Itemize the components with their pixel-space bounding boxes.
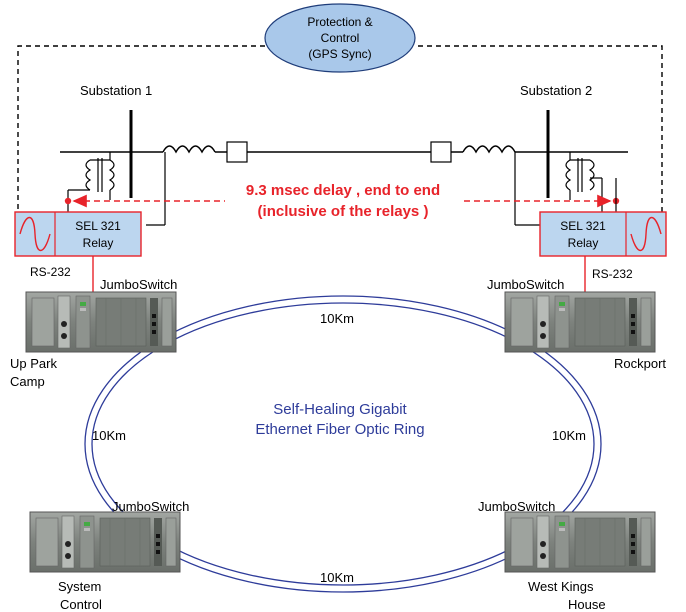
left-serial-label: RS-232 [30,265,71,279]
right-relay: SEL 321 Relay [539,211,667,257]
sine-wave-icon [630,216,662,252]
switch-label-bottom-left: JumboSwitch [112,499,189,514]
delay-label-1: 9.3 msec delay , end to end [246,182,440,199]
fiber-ring [84,295,602,593]
control-dashed-links [17,45,663,212]
switch-chassis-icon [504,291,656,353]
site-west-kings-1: West Kings [528,579,594,594]
distance-left: 10Km [92,428,126,443]
site-rockport: Rockport [614,356,666,371]
protection-label-3: (GPS Sync) [308,47,371,61]
protection-label-1: Protection & [307,15,372,29]
left-relay: SEL 321 Relay [14,211,142,257]
site-west-kings-2: House [568,597,606,612]
substation-1-label: Substation 1 [80,83,152,98]
ring-label-1: Self-Healing Gigabit [273,401,407,418]
left-relay-label-1: SEL 321 [75,219,121,233]
power-line [60,110,628,198]
switch-label-bottom-right: JumboSwitch [478,499,555,514]
site-up-park-camp-1: Up Park [10,356,57,371]
switch-label-top-right: JumboSwitch [487,277,564,292]
site-up-park-camp-2: Camp [10,374,45,389]
left-relay-label-2: Relay [83,236,114,250]
delay-arrow: 9.3 msec delay , end to end (inclusive o… [72,178,612,222]
right-relay-label-1: SEL 321 [560,219,606,233]
switch-label-top-left: JumboSwitch [100,277,177,292]
left-transformer [64,152,166,226]
switch-chassis-icon [25,291,177,353]
right-relay-label-2: Relay [568,236,599,250]
switch-chassis-icon [29,511,181,573]
switch-top-left: JumboSwitch [25,277,177,353]
right-serial-label: RS-232 [592,267,633,281]
protection-control-node: Protection & Control (GPS Sync) [264,3,416,73]
switch-top-right: JumboSwitch [487,277,656,353]
substation-2-label: Substation 2 [520,83,592,98]
distance-right: 10Km [552,428,586,443]
switch-bottom-right: JumboSwitch [478,499,656,573]
switch-chassis-icon [504,511,656,573]
switch-bottom-left: JumboSwitch [29,499,189,573]
distance-top: 10Km [320,311,354,326]
distance-bottom: 10Km [320,570,354,585]
protection-label-2: Control [321,31,360,45]
ring-label-2: Ethernet Fiber Optic Ring [255,421,424,438]
delay-label-2: (inclusive of the relays ) [258,203,429,220]
sine-wave-icon [19,216,51,252]
site-system-control-2: Control [60,597,102,612]
site-system-control-1: System [58,579,101,594]
